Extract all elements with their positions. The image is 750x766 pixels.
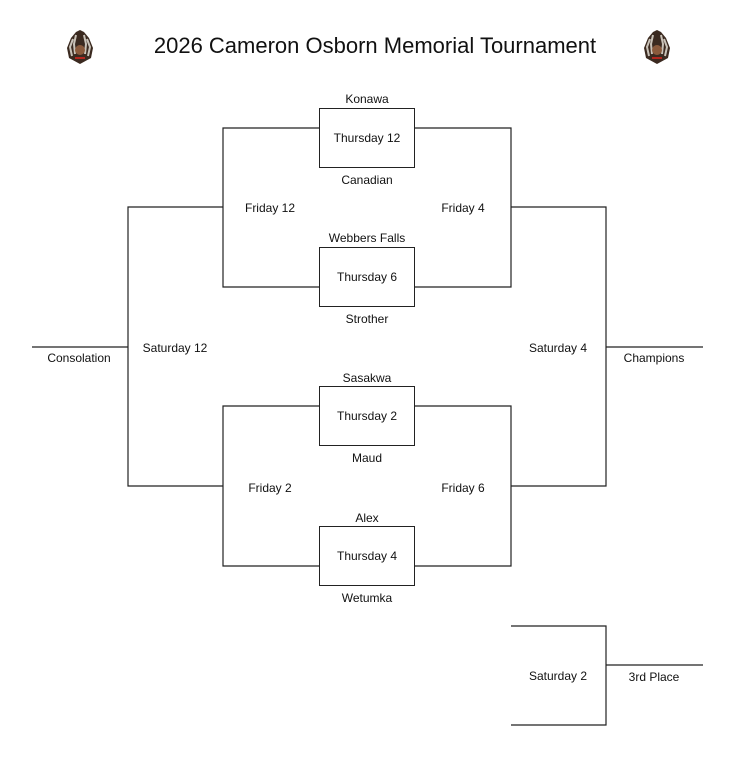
result-third-place: 3rd Place <box>628 670 680 684</box>
game-label: Thursday 12 <box>333 131 401 145</box>
bracket-line-saturday-2 <box>511 625 607 726</box>
game-box-thursday-6: Thursday 6 <box>319 247 415 307</box>
team-maud: Maud <box>351 451 383 465</box>
team-alex: Alex <box>355 511 379 525</box>
game-box-thursday-4: Thursday 4 <box>319 526 415 586</box>
result-champions: Champions <box>623 351 685 365</box>
game-saturday-2: Saturday 2 <box>528 669 588 683</box>
page-title: 2026 Cameron Osborn Memorial Tournament <box>153 33 597 58</box>
team-canadian: Canadian <box>341 173 393 187</box>
result-consolation: Consolation <box>47 351 111 365</box>
team-wetumka: Wetumka <box>341 591 393 605</box>
game-saturday-4: Saturday 4 <box>528 341 588 355</box>
headdress-icon <box>644 30 670 64</box>
game-friday-4: Friday 4 <box>441 201 485 215</box>
team-sasakwa: Sasakwa <box>342 371 392 385</box>
team-strother: Strother <box>345 312 389 326</box>
game-label: Thursday 6 <box>336 270 398 284</box>
team-webbers-falls: Webbers Falls <box>328 231 406 245</box>
game-friday-12: Friday 12 <box>244 201 296 215</box>
game-saturday-12: Saturday 12 <box>142 341 208 355</box>
game-label: Thursday 4 <box>336 549 398 563</box>
game-friday-6: Friday 6 <box>441 481 485 495</box>
game-label: Thursday 2 <box>336 409 398 423</box>
game-box-thursday-12: Thursday 12 <box>319 108 415 168</box>
team-konawa: Konawa <box>345 92 389 106</box>
headdress-icon <box>67 30 93 64</box>
game-friday-2: Friday 2 <box>248 481 292 495</box>
game-box-thursday-2: Thursday 2 <box>319 386 415 446</box>
